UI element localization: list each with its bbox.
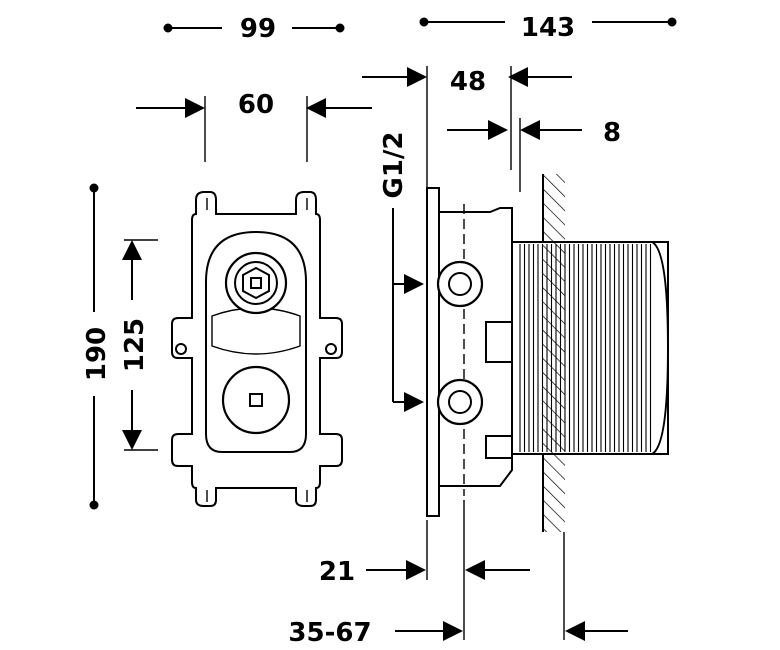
upper-valve-inner — [234, 261, 278, 305]
square-spindle-icon — [249, 393, 263, 407]
screw-hole-icon — [175, 343, 187, 355]
ribbed-sleeve — [511, 241, 669, 455]
dimension-190: 190 — [82, 183, 112, 510]
label-48: 48 — [450, 67, 486, 97]
dimension-21: 21 — [319, 500, 530, 640]
label-8: 8 — [603, 118, 621, 148]
lower-valve-outer — [221, 365, 291, 435]
screw-hole-icon — [325, 343, 337, 355]
dimension-60: 60 — [136, 90, 372, 162]
dimension-143: 143 — [419, 13, 677, 43]
side-boss — [485, 321, 513, 363]
label-125: 125 — [120, 318, 150, 372]
upper-port — [436, 260, 484, 308]
hex-nut-icon — [242, 266, 270, 300]
inner-waist — [211, 307, 301, 355]
dimension-99: 99 — [163, 14, 345, 44]
dim-dot-right — [335, 23, 345, 33]
label-190: 190 — [82, 327, 112, 381]
side-boss — [485, 435, 513, 459]
dimension-35-67: 35-67 — [288, 532, 628, 648]
dimension-g1-2: G1/2 — [379, 131, 424, 412]
lower-port-bore — [448, 390, 472, 414]
sleeve-end — [651, 241, 670, 455]
label-35-67: 35-67 — [288, 618, 371, 648]
inner-panel — [205, 230, 307, 453]
dimension-8: 8 — [447, 118, 621, 192]
label-60: 60 — [238, 90, 274, 120]
wall-hatch — [543, 174, 565, 532]
dim-dot-bottom — [89, 500, 99, 510]
side-view — [426, 174, 670, 532]
label-g1-2: G1/2 — [379, 131, 409, 198]
housing-outline — [171, 191, 343, 507]
dimension-48: 48 — [362, 66, 572, 200]
square-spindle-icon — [250, 277, 262, 289]
side-body — [439, 207, 513, 487]
dim-dot-right — [667, 17, 677, 27]
dimension-125: 125 — [120, 239, 158, 451]
front-view — [171, 191, 343, 507]
label-143: 143 — [521, 13, 575, 43]
label-99: 99 — [240, 14, 276, 44]
sleeve-ribs — [519, 244, 652, 452]
flange-plate — [426, 187, 440, 517]
lower-port — [436, 378, 484, 426]
upper-port-bore — [448, 272, 472, 296]
label-21: 21 — [319, 557, 355, 587]
